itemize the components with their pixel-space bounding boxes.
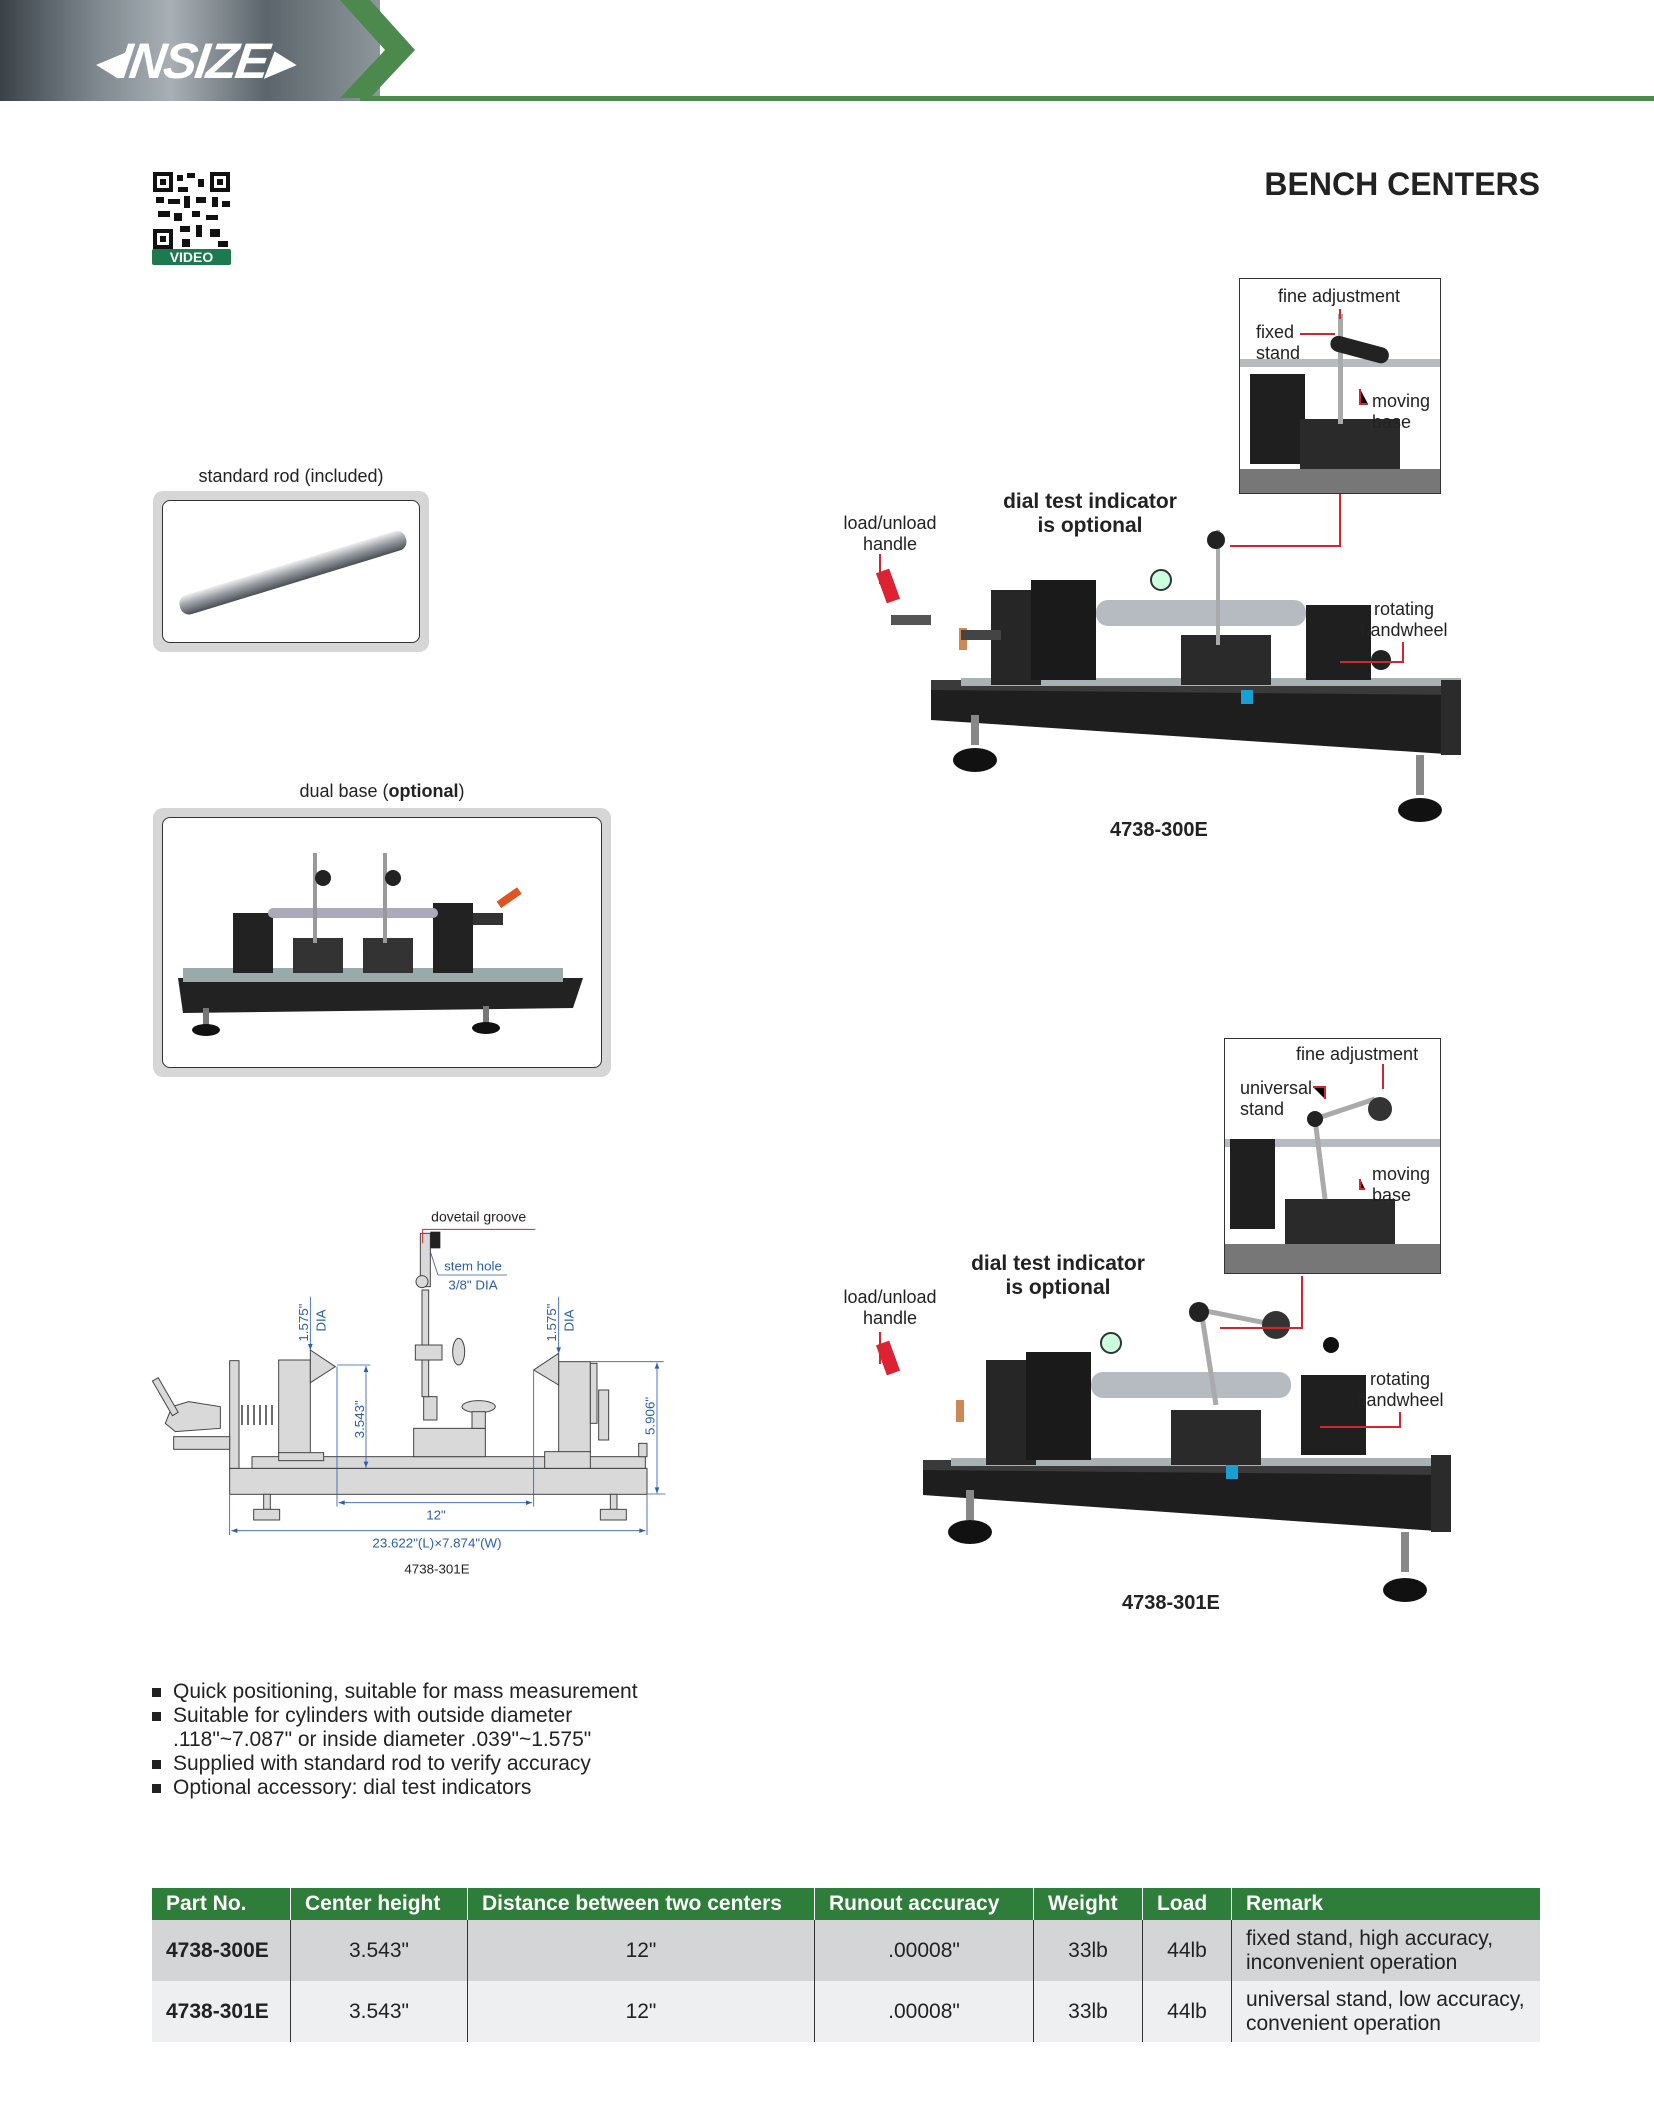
center-dia-left: 1.575" [296,1303,311,1341]
label-fine-adjustment-300e: fine adjustment [1277,286,1401,306]
col-weight: Weight [1033,1888,1143,1920]
header-rule [360,96,1654,101]
label-fine-adjustment-301e: fine adjustment [1296,1044,1419,1064]
bench-center-301e-photo [875,1302,1451,1602]
col-part-no: Part No. [152,1888,291,1920]
feature-item: Supplied with standard rod to verify acc… [152,1752,638,1776]
center-dia-right-unit: DIA [561,1309,576,1331]
center-height-dim: 3.543" [352,1400,367,1438]
col-load: Load [1142,1888,1232,1920]
center-distance-dim: 12" [426,1507,446,1522]
col-runout: Runout accuracy [814,1888,1034,1920]
header-chevron [340,0,415,98]
universal-stand-inset [1224,1038,1441,1274]
table-header-row: Part No. Center height Distance between … [152,1888,1540,1920]
spec-table: Part No. Center height Distance between … [152,1888,1540,2042]
total-height-dim: 5.906" [643,1397,658,1435]
cell-weight: 33lb [1033,1920,1143,1981]
cell-distance: 12" [467,1920,815,1981]
video-label: VIDEO [170,249,214,265]
table-row: 4738-300E 3.543" 12" .00008" 33lb 44lb f… [152,1920,1540,1981]
cell-part-no: 4738-300E [152,1920,291,1981]
cell-center-height: 3.543" [290,1920,468,1981]
cell-part-no: 4738-301E [152,1981,291,2042]
callout-lines-300e [879,494,1404,663]
cell-runout: .00008" [814,1981,1034,2042]
feature-list: Quick positioning, suitable for mass mea… [152,1680,638,1800]
col-remark: Remark [1231,1888,1540,1920]
col-distance: Distance between two centers [467,1888,815,1920]
stem-dia-label: 3/8" DIA [448,1277,497,1292]
feature-item: Suitable for cylinders with outside diam… [152,1704,638,1752]
cell-distance: 12" [467,1981,815,2042]
dual-base-caption: dual base (optional) [299,781,465,801]
universal-stand-inset-image [1225,1064,1440,1273]
dimension-drawing: dovetail groove stem hole 3/8" DIA 1.575… [151,1209,666,1576]
feature-item: Quick positioning, suitable for mass mea… [152,1680,638,1704]
cell-center-height: 3.543" [290,1981,468,2042]
cell-remark: fixed stand, high accuracy,inconvenient … [1231,1920,1540,1981]
cell-remark: universal stand, low accuracy,convenient… [1231,1981,1540,2042]
brand-logo: ◂INSIZE▸ [91,33,295,89]
drawing-model-label: 4738-301E [404,1561,469,1576]
fixed-stand-inset [1239,278,1441,494]
cell-load: 44lb [1142,1920,1232,1981]
callout-lines-301e [879,1276,1401,1428]
standard-rod-panel [153,491,429,652]
center-dia-left-unit: DIA [313,1309,328,1331]
cell-weight: 33lb [1033,1981,1143,2042]
center-dia-right: 1.575" [544,1303,559,1341]
feature-item: Optional accessory: dial test indicators [152,1776,638,1800]
standard-rod-caption: standard rod (included) [198,466,384,486]
model-label-301e: 4738-301E [1122,1592,1220,1614]
cell-load: 44lb [1142,1981,1232,2042]
table-row: 4738-301E 3.543" 12" .00008" 33lb 44lb u… [152,1981,1540,2042]
overall-size-dim: 23.622"(L)×7.874"(W) [372,1535,501,1550]
model-label-300e: 4738-300E [1110,819,1208,841]
cell-runout: .00008" [814,1920,1034,1981]
dual-base-image [178,853,583,1036]
qr-icon: VIDEO [152,171,231,265]
bench-center-300e-photo [875,530,1461,822]
dovetail-groove-label: dovetail groove [431,1209,526,1225]
stem-hole-label: stem hole [444,1259,502,1274]
fixed-stand-inset-image [1240,309,1440,493]
col-center-height: Center height [290,1888,468,1920]
standard-rod-image [179,530,407,615]
header-banner-photo [0,0,380,101]
video-qr-code[interactable]: VIDEO [152,171,231,265]
page-title: BENCH CENTERS [1264,166,1540,202]
dual-base-panel [153,808,611,1077]
